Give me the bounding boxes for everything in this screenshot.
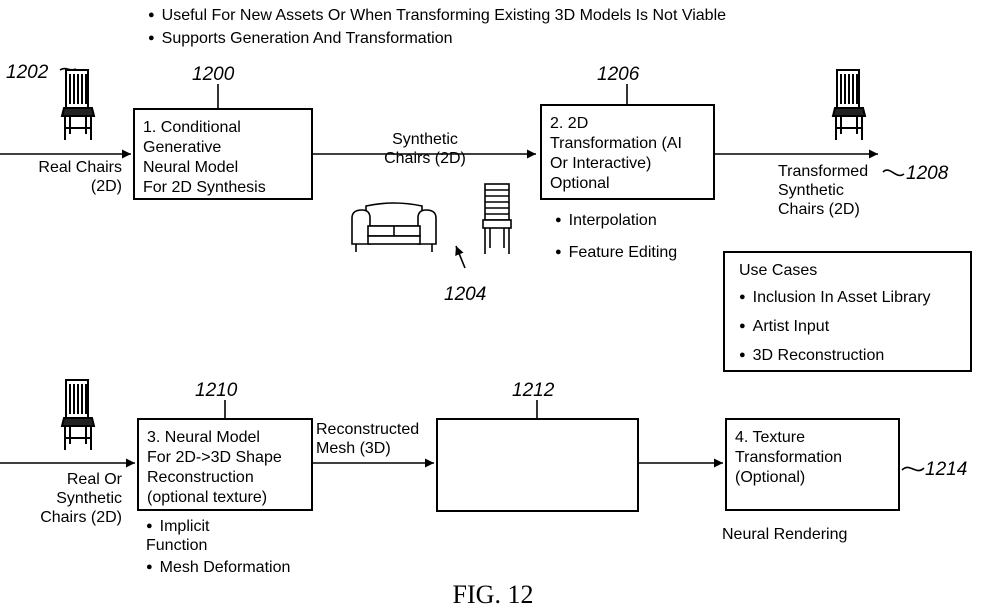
ref-1202: 1202 — [6, 62, 49, 83]
box4-text: 4. Texture Transformation (Optional) — [735, 429, 842, 486]
box2-text: 2. 2D Transformation (AI Or Interactive)… — [550, 115, 682, 192]
label-synthetic-chairs: Synthetic Chairs (2D) — [384, 131, 466, 167]
bullet-implicit-function: Implicit Function — [146, 517, 209, 555]
label-transformed-chairs: Transformed Synthetic Chairs (2D) — [778, 163, 869, 218]
ref-1212: 1212 — [512, 380, 555, 401]
conditional-generative-model-box: 1. Conditional Generative Neural Model F… — [133, 108, 313, 200]
ref-1214: 1214 — [925, 459, 968, 480]
top-bullet-2: Supports Generation And Transformation — [148, 29, 453, 48]
chair-icon — [60, 68, 96, 142]
chair-icon — [60, 378, 96, 452]
reconstructed-mesh-box — [436, 418, 639, 512]
box3-text: 3. Neural Model For 2D->3D Shape Reconst… — [147, 429, 282, 506]
use-case-item: Artist Input — [739, 312, 931, 341]
ref-1206: 1206 — [597, 64, 640, 85]
ref-1204: 1204 — [444, 284, 487, 305]
transformation-2d-box: 2. 2D Transformation (AI Or Interactive)… — [540, 104, 715, 200]
ref-1210: 1210 — [195, 380, 238, 401]
bullet-feature-editing: Feature Editing — [555, 243, 678, 262]
box1-text: 1. Conditional Generative Neural Model F… — [143, 119, 266, 196]
top-bullet-1: Useful For New Assets Or When Transformi… — [148, 6, 726, 25]
chair-icon — [481, 182, 513, 256]
texture-transformation-box: 4. Texture Transformation (Optional) — [725, 418, 900, 511]
use-case-item: 3D Reconstruction — [739, 341, 931, 370]
ref-1208: 1208 — [906, 163, 949, 184]
neural-reconstruction-box: 3. Neural Model For 2D->3D Shape Reconst… — [137, 418, 313, 511]
use-cases-box: Use Cases Inclusion In Asset Library Art… — [723, 251, 972, 372]
bullet-mesh-deformation: Mesh Deformation — [146, 558, 291, 577]
leader-1214 — [901, 466, 925, 472]
arrow-1204 — [455, 245, 466, 269]
ref-1200: 1200 — [192, 64, 235, 85]
leader-1208 — [882, 169, 905, 177]
figure-label: FIG. 12 — [452, 580, 534, 609]
bullet-interpolation: Interpolation — [555, 211, 657, 230]
chair-icon — [831, 68, 867, 142]
label-reconstructed-mesh: Reconstructed Mesh (3D) — [316, 421, 420, 457]
use-cases-list: Inclusion In Asset Library Artist Input … — [739, 283, 931, 370]
sofa-icon — [350, 200, 438, 256]
label-real-or-synthetic: Real Or Synthetic Chairs (2D) — [40, 471, 122, 526]
use-case-item: Inclusion In Asset Library — [739, 283, 931, 312]
label-neural-rendering: Neural Rendering — [722, 526, 848, 543]
label-real-chairs: Real Chairs (2D) — [38, 159, 122, 195]
use-cases-title: Use Cases — [739, 262, 818, 279]
